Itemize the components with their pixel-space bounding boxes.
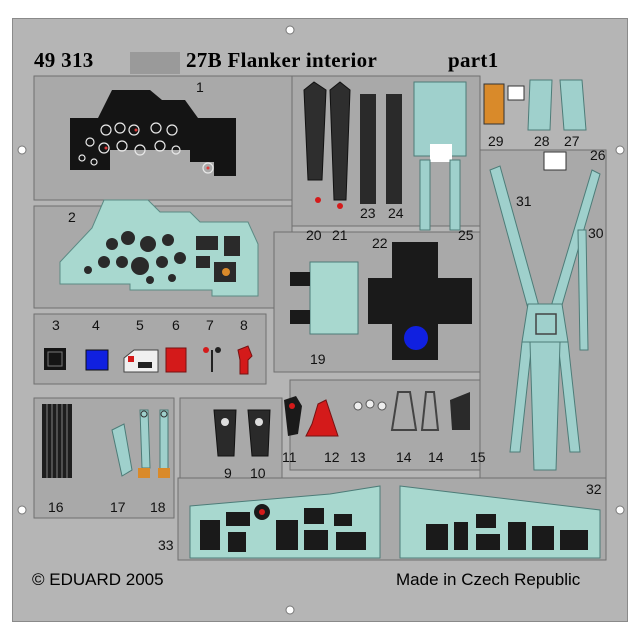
part-number: 28 <box>534 133 550 149</box>
part-number: 27 <box>564 133 580 149</box>
part-number: 24 <box>388 205 404 221</box>
part-number: 10 <box>250 465 266 481</box>
part-9-10-pedals <box>213 409 271 457</box>
part-number: 32 <box>586 481 602 497</box>
part-1-instrument-panel <box>70 90 236 176</box>
part-number: 13 <box>350 449 366 465</box>
part-2-teal-panel <box>59 199 259 297</box>
part-number: 9 <box>224 465 232 481</box>
part-number: 15 <box>470 449 486 465</box>
part-number: 20 <box>306 227 322 243</box>
part-number: 18 <box>150 499 166 515</box>
part-number: 11 <box>282 449 297 465</box>
part-3-black-square <box>44 348 66 370</box>
part-number: 23 <box>360 205 376 221</box>
origin-text: Made in Czech Republic <box>396 570 581 589</box>
part-33-consoles <box>189 485 601 559</box>
mount-hole <box>615 505 625 515</box>
mount-hole <box>17 505 27 515</box>
part-number: 12 <box>324 449 340 465</box>
part-number: 31 <box>516 193 532 209</box>
part-22-cross <box>368 242 472 360</box>
part-number: 5 <box>136 317 144 333</box>
part-20-21-straps <box>303 81 351 209</box>
product-code: 49 313 <box>34 48 94 72</box>
part-number: 19 <box>310 351 326 367</box>
part-number: 25 <box>458 227 474 243</box>
part-4-blue-screen <box>85 349 109 371</box>
mount-hole <box>17 145 27 155</box>
part-number: 29 <box>488 133 504 149</box>
part-number: 16 <box>48 499 64 515</box>
part-19-box <box>290 261 359 335</box>
part-27-28-clips <box>527 79 587 131</box>
part-17-18-belts <box>111 409 170 478</box>
part-number: 17 <box>110 499 126 515</box>
title-gap-block <box>130 52 180 74</box>
part-number: 7 <box>206 317 214 333</box>
part-5-control-box <box>123 349 159 373</box>
harness-bracket-26 <box>543 151 567 171</box>
part-6-red-panel <box>165 347 187 373</box>
harness-buckle <box>535 313 557 335</box>
mount-hole <box>285 605 295 615</box>
part-7-lever <box>203 347 221 372</box>
part-number: 3 <box>52 317 60 333</box>
part-number: 8 <box>240 317 248 333</box>
part-number: 26 <box>590 147 606 163</box>
copyright-text: © EDUARD 2005 <box>32 570 164 589</box>
part-25-headrest <box>413 81 467 231</box>
part-29-bracket <box>483 83 525 125</box>
part-number: 22 <box>372 235 388 251</box>
part-16-grille <box>42 404 72 478</box>
part-number: 4 <box>92 317 100 333</box>
mount-hole <box>615 145 625 155</box>
part-number: 30 <box>588 225 604 241</box>
part-8-red-handle <box>237 345 253 375</box>
part-11-15-small <box>284 391 470 437</box>
sheet-part: part1 <box>448 48 499 72</box>
part-number: 33 <box>158 537 174 553</box>
part-23-24-strips <box>360 94 402 204</box>
part-number: 21 <box>332 227 348 243</box>
part-number: 1 <box>196 79 204 95</box>
part-number: 14 <box>396 449 412 465</box>
part-number: 14 <box>428 449 444 465</box>
mount-hole <box>285 25 295 35</box>
cell-3-8 <box>33 313 267 385</box>
part-number: 2 <box>68 209 76 225</box>
sheet-title: 27B Flanker interior <box>186 48 378 72</box>
part-number: 6 <box>172 317 180 333</box>
